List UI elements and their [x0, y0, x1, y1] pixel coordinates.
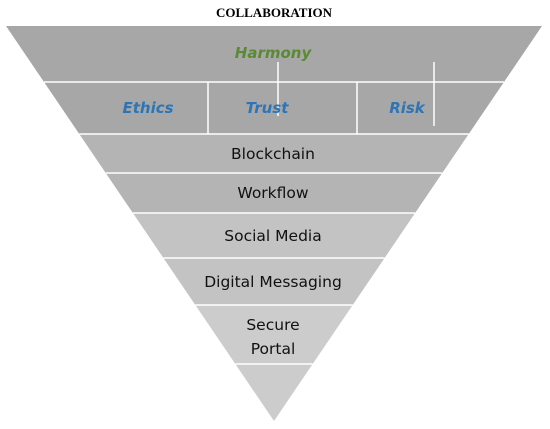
band-blockchain [79, 134, 469, 173]
value-ethics: Ethics [122, 99, 173, 117]
band-values [43, 82, 505, 134]
diagram-title: COLLABORATION [216, 5, 333, 20]
layer-workflow: Workflow [237, 184, 308, 202]
value-separators [207, 62, 435, 134]
layer-social-media: Social Media [224, 227, 321, 245]
band-workflow [105, 173, 443, 213]
value-trust: Trust [246, 99, 290, 117]
layer-secure: Secure [246, 316, 299, 334]
layer-portal: Portal [251, 340, 296, 358]
band-harmony [6, 26, 542, 82]
band-digital-messaging [163, 258, 385, 305]
layer-blockchain: Blockchain [231, 145, 315, 163]
band-dividers [43, 81, 505, 365]
band-secure-portal [195, 305, 353, 364]
band-social-media [132, 213, 416, 258]
layer-digital-messaging: Digital Messaging [204, 273, 342, 291]
band-tip [235, 364, 313, 421]
harmony-label: Harmony [235, 44, 313, 62]
value-risk: Risk [389, 99, 426, 117]
pyramid-bands [6, 26, 542, 421]
